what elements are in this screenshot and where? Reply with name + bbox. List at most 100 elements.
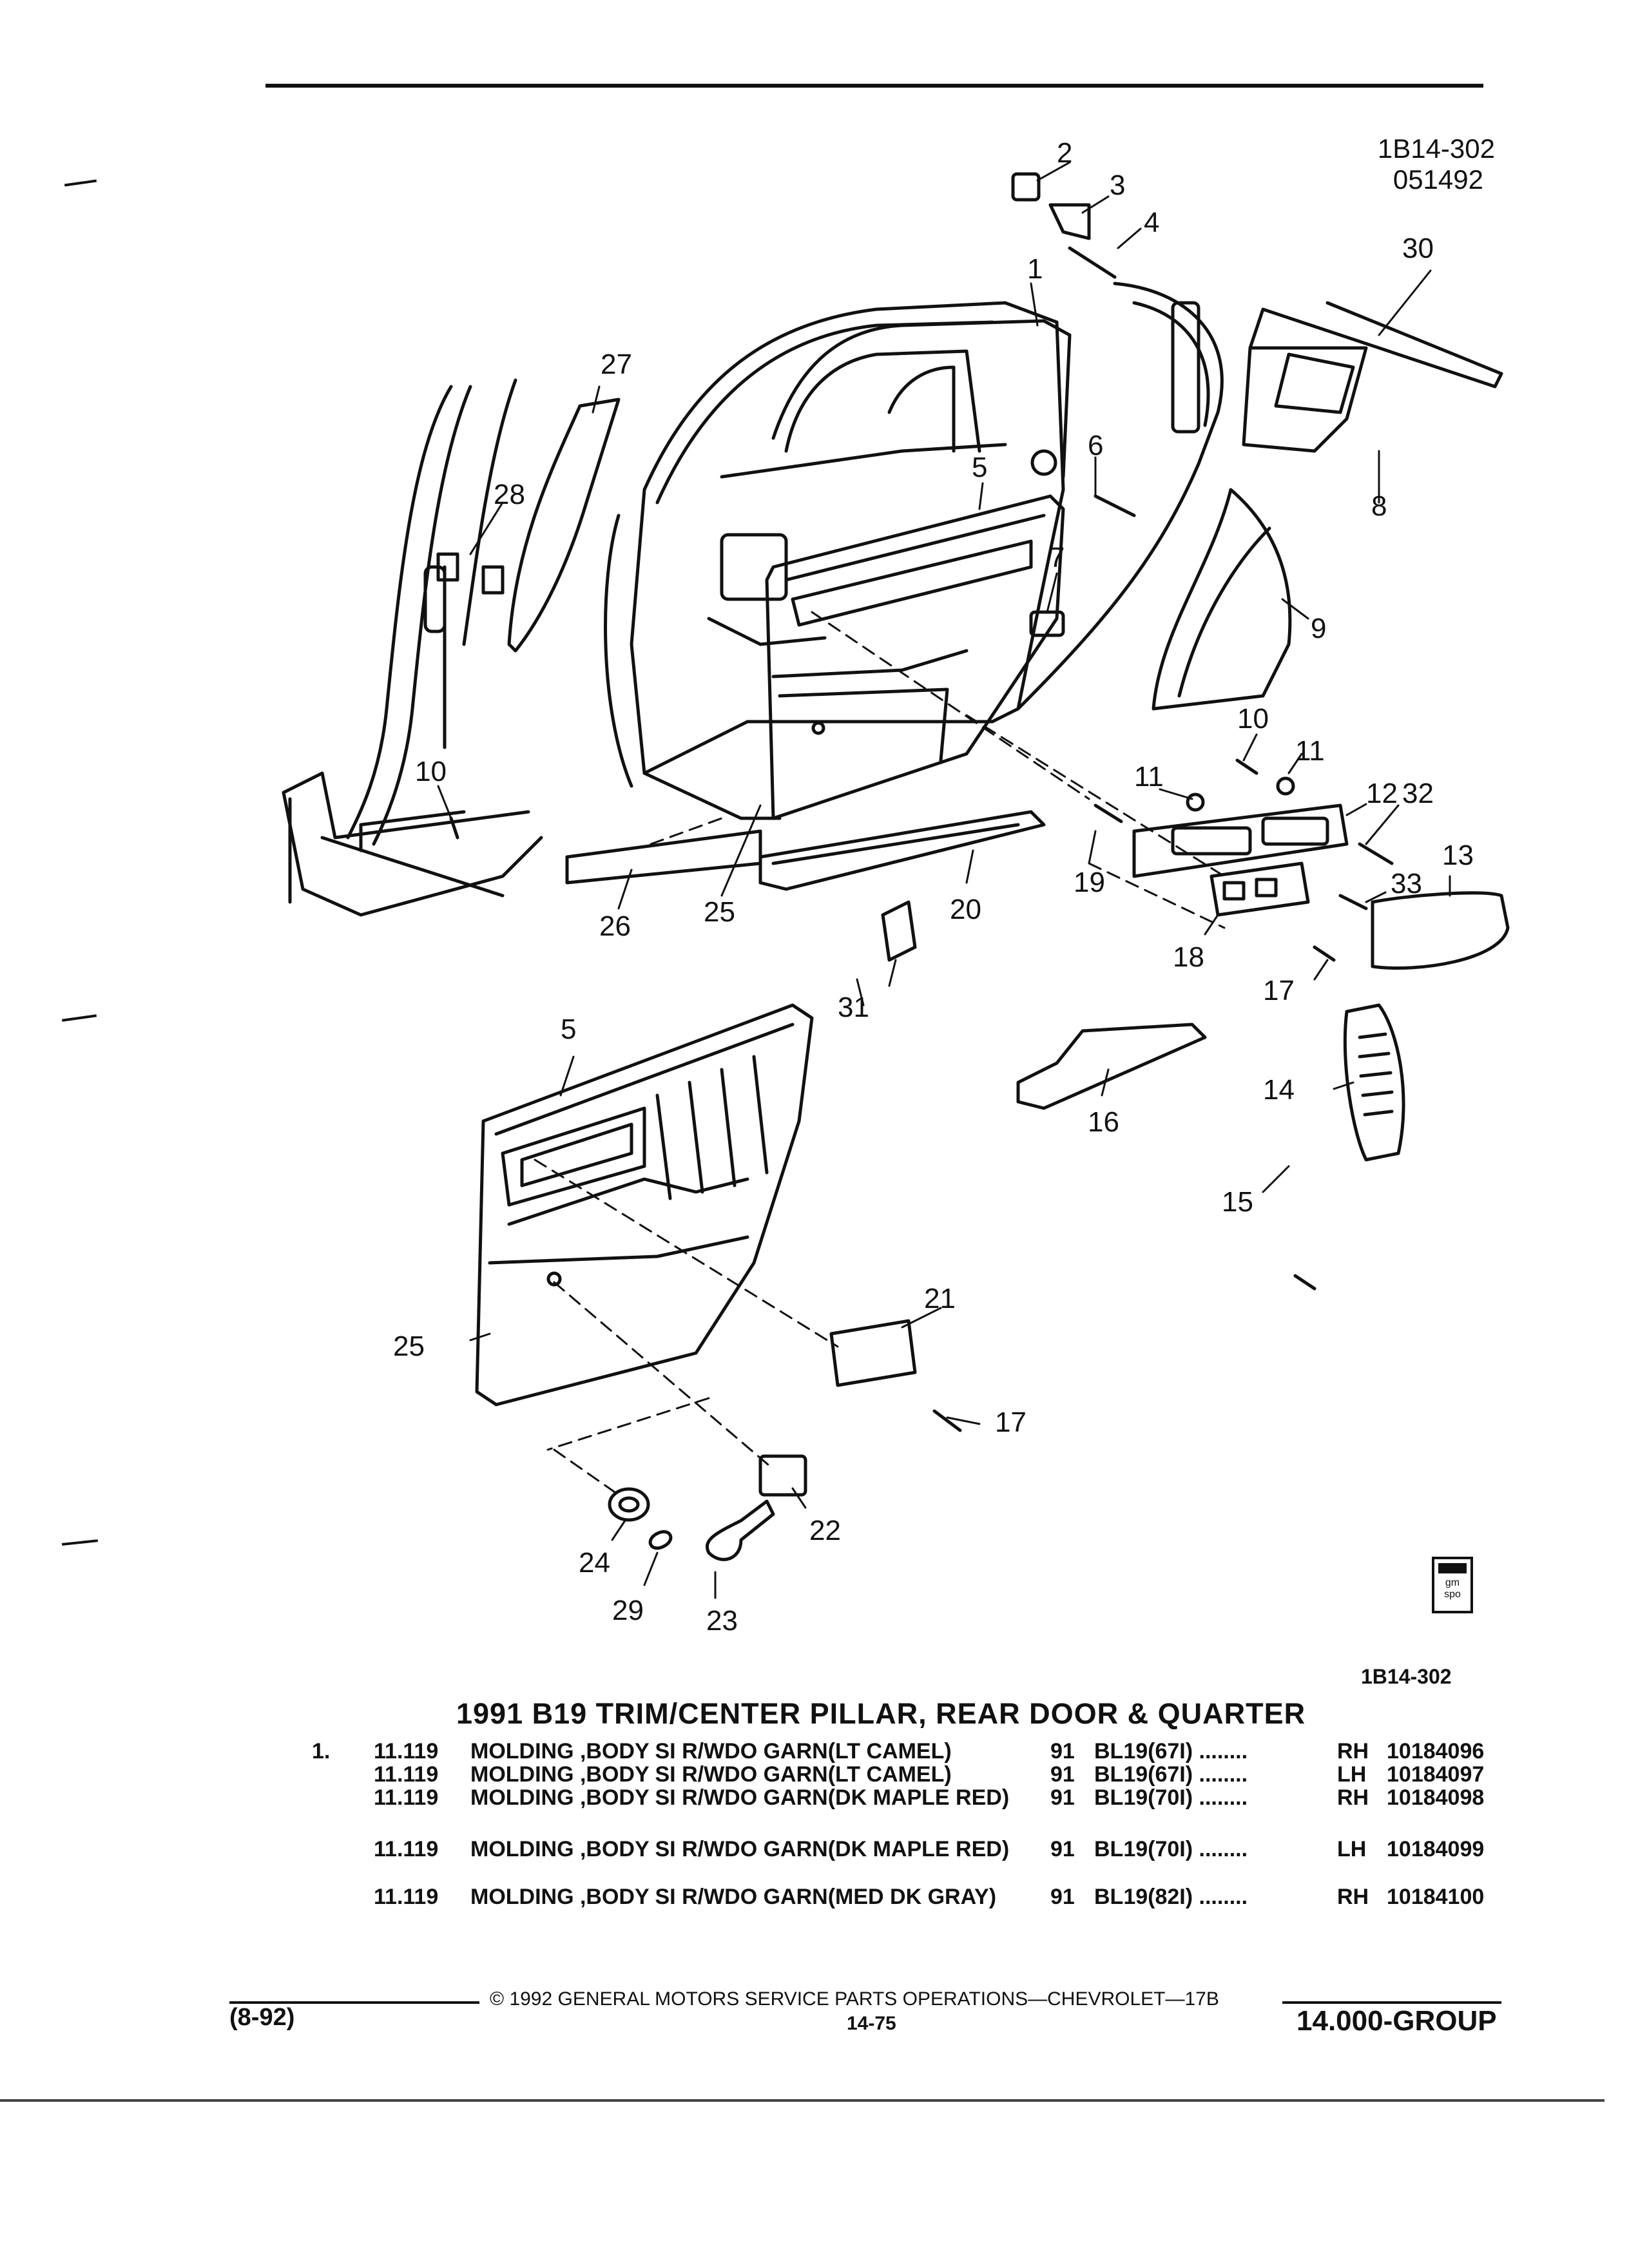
figure-ref-bottom: 1B14-302 (1361, 1665, 1452, 1688)
side: RH (1337, 1885, 1369, 1909)
callout-10: 10 (1237, 703, 1269, 735)
center-pillar-body-side (282, 378, 543, 917)
group-code: 11.119 (374, 1837, 439, 1861)
callout-24: 24 (579, 1547, 610, 1579)
page-edge-rule (0, 2099, 1605, 2102)
callout-11b: 11 (1134, 761, 1164, 793)
callout-32: 32 (1402, 778, 1434, 809)
rear-door-frame (604, 301, 1065, 820)
wheelhouse-trim-9 (1152, 488, 1292, 711)
callout-2: 2 (1057, 137, 1072, 169)
callout-5b: 5 (561, 1014, 576, 1045)
footer-rule-right (1282, 2001, 1501, 2004)
part-number: 10184096 (1387, 1739, 1485, 1763)
figure-date: 051492 (1393, 164, 1483, 195)
callout-1: 1 (1027, 253, 1043, 285)
callout-18: 18 (1173, 941, 1204, 973)
callout-19: 19 (1074, 867, 1105, 898)
page-number: 14-75 (847, 2013, 896, 2034)
callout-9: 9 (1311, 613, 1326, 644)
model-year: 91 (1050, 1785, 1075, 1810)
callout-7: 7 (1049, 542, 1065, 573)
door-trim-panel-detail (475, 1003, 814, 1407)
part-number: 10184099 (1387, 1837, 1485, 1861)
model-code: BL19(70I) ........ (1094, 1837, 1248, 1861)
group-code: 11.119 (374, 1739, 439, 1763)
armrest-pad-13 (1371, 891, 1510, 970)
quarter-trim (1016, 282, 1503, 711)
clip-29 (648, 1530, 673, 1550)
callout-17: 17 (1263, 975, 1295, 1006)
model-code: BL19(67I) ........ (1094, 1762, 1248, 1787)
callout-12: 12 (1366, 778, 1398, 809)
section-title: 1991 B19 TRIM/CENTER PILLAR, REAR DOOR &… (456, 1697, 1306, 1730)
callout-17b: 17 (995, 1407, 1027, 1438)
speaker-grille-14 (1343, 1003, 1405, 1162)
part-description: MOLDING ,BODY SI R/WDO GARN(DK MAPLE RED… (470, 1837, 1010, 1861)
armrest-cover-12 (1132, 803, 1349, 878)
switch-21 (829, 1319, 917, 1387)
side: LH (1337, 1837, 1367, 1861)
parts-row: 11.119 MOLDING ,BODY SI R/WDO GARN(DK MA… (0, 1838, 1629, 1884)
model-year: 91 (1050, 1885, 1075, 1909)
group-code: 11.119 (374, 1885, 439, 1909)
sill-plate-20 (758, 810, 1046, 891)
callout-4: 4 (1144, 207, 1159, 238)
callout-27: 27 (601, 349, 632, 380)
callout-11: 11 (1295, 735, 1325, 767)
item-number: 1. (312, 1739, 331, 1763)
group-code: 11.119 (374, 1785, 439, 1810)
callout-28: 28 (494, 479, 525, 510)
molding-1 (771, 319, 1072, 479)
model-code: BL19(70I) ........ (1094, 1785, 1248, 1810)
pillar-trim-27 (507, 398, 621, 653)
part-description: MOLDING ,BODY SI R/WDO GARN(LT CAMEL) (470, 1739, 952, 1763)
bezel-24 (608, 1487, 650, 1522)
switch-bezel-18 (1210, 861, 1310, 917)
callout-6: 6 (1088, 430, 1103, 461)
callout-31: 31 (838, 992, 869, 1023)
handle-23 (706, 1499, 775, 1561)
logo-line-2: spo (1444, 1589, 1461, 1600)
callout-15: 15 (1222, 1186, 1253, 1218)
callout-23: 23 (706, 1605, 738, 1637)
callout-labels: 1 2 3 4 5 6 7 8 9 10 11 11 12 32 13 33 1… (393, 137, 1474, 1637)
parts-row: 11.119 MOLDING ,BODY SI R/WDO GARN(DK MA… (0, 1786, 1629, 1832)
callout-22: 22 (809, 1515, 841, 1546)
side: LH (1337, 1762, 1367, 1787)
leader-lines (437, 161, 1451, 1599)
callout-26: 26 (599, 910, 631, 942)
part-number: 10184100 (1387, 1885, 1485, 1909)
parts-row: 1. 11.119 MOLDING ,BODY SI R/WDO GARN(LT… (0, 1740, 1629, 1763)
part-description: MOLDING ,BODY SI R/WDO GARN(MED DK GRAY) (470, 1885, 997, 1909)
model-year: 91 (1050, 1739, 1075, 1763)
callout-25b: 25 (393, 1331, 425, 1362)
callout-14: 14 (1263, 1074, 1295, 1106)
callout-13: 13 (1442, 840, 1474, 871)
side: RH (1337, 1739, 1369, 1763)
callout-20: 20 (950, 894, 981, 925)
revision-date: (8-92) (229, 2004, 295, 2031)
callout-5: 5 (972, 452, 987, 483)
model-year: 91 (1050, 1762, 1075, 1787)
model-code: BL19(82I) ........ (1094, 1885, 1248, 1909)
callout-30: 30 (1402, 233, 1434, 264)
callout-21: 21 (924, 1283, 956, 1314)
gm-spo-logo: gm spo (1432, 1557, 1473, 1613)
bracket-16 (1016, 1023, 1207, 1110)
door-trim-panel-upper (765, 494, 1065, 820)
callout-33: 33 (1391, 868, 1422, 899)
copyright-line: © 1992 GENERAL MOTORS SERVICE PARTS OPER… (490, 1988, 1219, 2010)
fastener-group (436, 172, 1394, 1432)
figure-id: 1B14-302 (1377, 133, 1495, 164)
assembly-lines (534, 611, 1226, 1496)
callout-16: 16 (1088, 1106, 1119, 1138)
part-description: MOLDING ,BODY SI R/WDO GARN(DK MAPLE RED… (470, 1785, 1010, 1810)
part-number: 10184098 (1387, 1785, 1485, 1810)
side: RH (1337, 1785, 1369, 1810)
part-description: MOLDING ,BODY SI R/WDO GARN(LT CAMEL) (470, 1762, 952, 1787)
parts-row: 11.119 MOLDING ,BODY SI R/WDO GARN(LT CA… (0, 1763, 1629, 1786)
logo-line-1: gm (1445, 1577, 1460, 1588)
model-year: 91 (1050, 1837, 1075, 1861)
switch-22 (758, 1454, 807, 1497)
